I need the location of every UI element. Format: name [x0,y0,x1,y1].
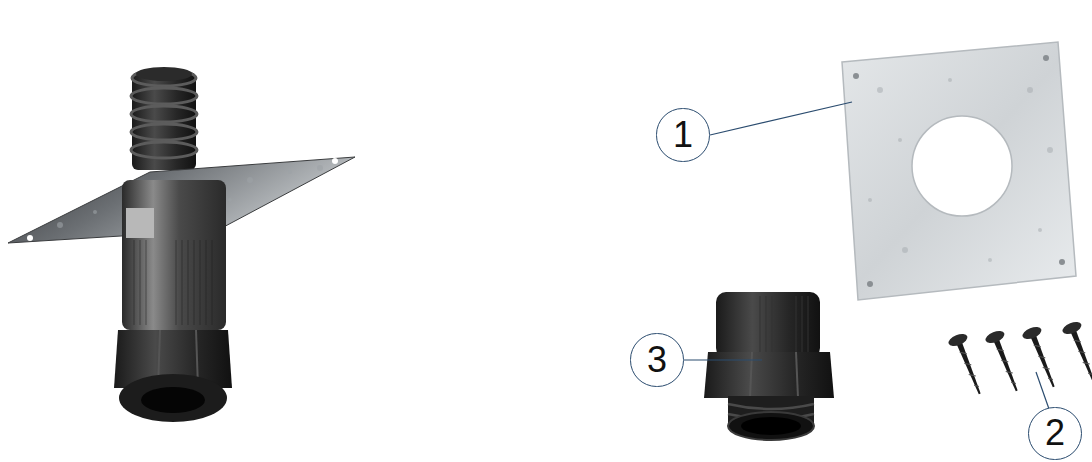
thread-top [136,67,192,81]
callout-circle: 3 [630,333,683,386]
plate-hole [332,158,338,164]
callout-number: 3 [647,342,667,378]
plate-hole [912,116,1012,216]
screw-hole [867,281,873,287]
leader-lines [684,102,1049,409]
thread-rings [131,70,197,158]
screw [1061,320,1092,386]
leader-line [1036,372,1049,409]
thread-section [132,72,196,170]
screw-hole [853,73,859,79]
screw [984,329,1026,395]
leader-line [710,102,852,135]
leader-line [684,359,762,360]
callout-number: 1 [673,117,693,153]
thread-end [728,412,814,440]
plate-speckle [868,78,1053,262]
gland-body [122,180,226,330]
hex-nut [704,352,834,398]
grip-ribs [134,240,212,325]
callout-number: 2 [1045,415,1065,451]
cable-opening [141,387,205,413]
grip-ribs [760,296,808,352]
assembled-gland [8,67,355,422]
callout-circle: 2 [1028,407,1081,460]
screw-hole [1059,259,1065,265]
plate-part [842,42,1076,300]
callout-circle: 1 [656,108,709,161]
screw [1021,325,1063,391]
plate-hole [27,235,33,241]
screws-part [947,320,1092,398]
screw-hole [1043,55,1049,61]
label-patch [126,208,154,238]
gland-cap [716,292,820,358]
seal-cap [119,374,227,422]
mounting-plate [842,42,1076,300]
gland-part [704,292,834,440]
cable-opening [741,417,801,435]
screw [947,332,989,398]
